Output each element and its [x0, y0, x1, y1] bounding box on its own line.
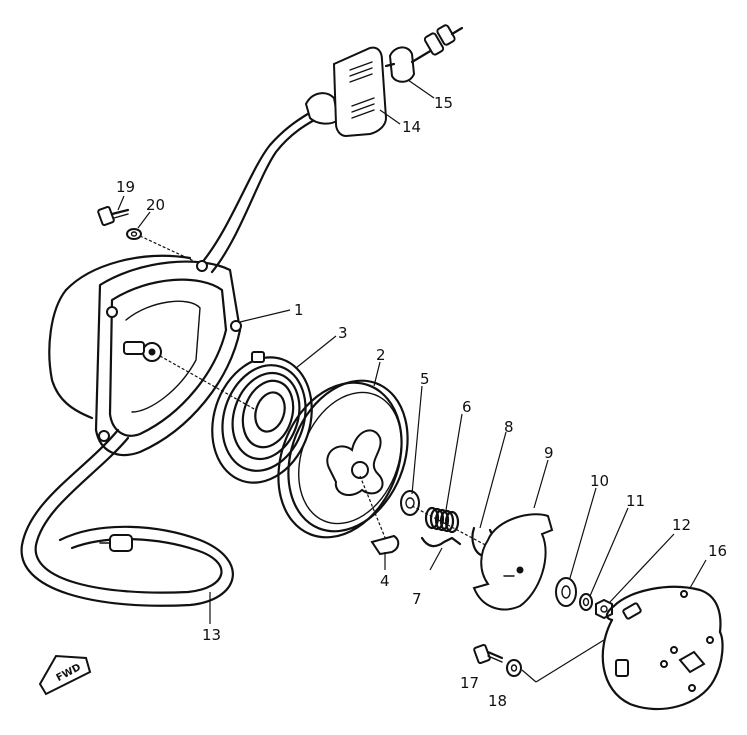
assembly-line [535, 639, 605, 683]
callout-3: 3 [338, 324, 348, 342]
callout-13: 13 [202, 626, 221, 644]
bolt-17 [473, 643, 504, 665]
rope-reel [277, 379, 409, 539]
handle-assembly [304, 24, 464, 138]
pawl [370, 534, 400, 556]
washer-10 [555, 577, 577, 607]
coil-spring [424, 506, 460, 534]
starter-cover [601, 585, 724, 711]
assembly-line [359, 475, 387, 541]
callout-15: 15 [434, 94, 453, 112]
callout-9: 9 [544, 444, 554, 462]
forward-direction-badge: FWD [38, 654, 92, 696]
starter-housing [48, 254, 242, 457]
callout-labels: 1 2 3 4 5 6 7 8 9 10 11 12 13 14 15 16 1… [116, 94, 727, 710]
callout-10: 10 [590, 472, 609, 490]
assembly-line [521, 669, 537, 683]
callout-6: 6 [462, 398, 472, 416]
callout-11: 11 [626, 492, 645, 510]
callout-19: 19 [116, 178, 135, 196]
bolt-19 [97, 205, 130, 227]
callout-18: 18 [488, 692, 507, 710]
washer-18 [506, 659, 522, 677]
callout-leaders [117, 79, 707, 624]
starter-cable-assembly [20, 106, 324, 607]
callout-5: 5 [420, 370, 430, 388]
friction-plate [472, 513, 554, 611]
callout-16: 16 [708, 542, 727, 560]
spiral-spring [211, 351, 313, 484]
callout-17: 17 [460, 674, 479, 692]
callout-20: 20 [146, 196, 165, 214]
callout-14: 14 [402, 118, 421, 136]
assembly-line [159, 355, 257, 411]
assembly-line [139, 235, 197, 263]
washer-5 [400, 490, 420, 516]
washer-20 [126, 228, 142, 240]
callout-12: 12 [672, 516, 691, 534]
washer-11 [579, 593, 593, 611]
return-spring [420, 536, 462, 548]
callout-8: 8 [504, 418, 514, 436]
callout-4: 4 [380, 572, 390, 590]
callout-7: 7 [412, 590, 422, 608]
callout-2: 2 [376, 346, 386, 364]
callout-1: 1 [294, 301, 304, 319]
